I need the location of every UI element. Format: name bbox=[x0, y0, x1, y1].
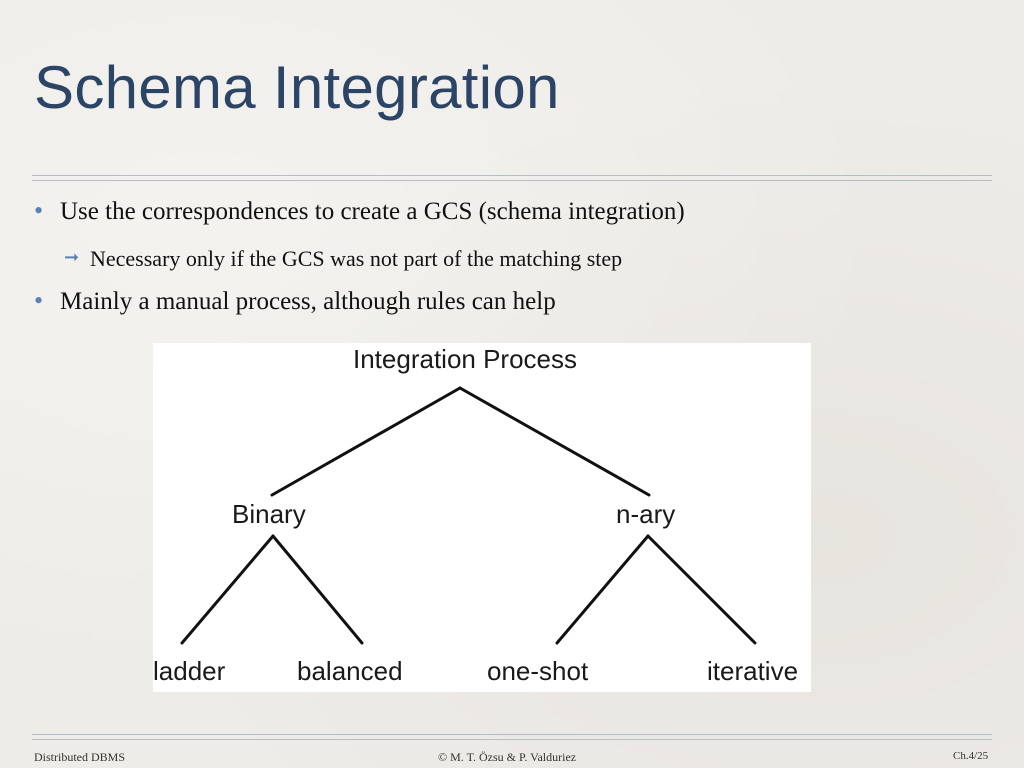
edge-root-nary bbox=[458, 386, 651, 497]
edge-binary-balanced bbox=[271, 534, 364, 645]
node-binary: Binary bbox=[232, 499, 306, 529]
edge-nary-iterative bbox=[646, 534, 757, 645]
node-one-shot: one-shot bbox=[487, 656, 589, 686]
title-divider bbox=[32, 175, 992, 176]
sub-bullet-text: Necessary only if the GCS was not part o… bbox=[90, 246, 623, 271]
title-divider bbox=[32, 180, 992, 181]
node-n-ary: n-ary bbox=[616, 499, 676, 529]
edge-binary-ladder bbox=[180, 534, 275, 645]
node-iterative: iterative bbox=[707, 656, 799, 686]
footer-page-number: Ch.4/25 bbox=[953, 750, 989, 762]
bullet-text: Mainly a manual process, although rules … bbox=[60, 288, 556, 315]
tree-edges bbox=[180, 386, 757, 645]
edge-root-binary bbox=[270, 386, 462, 497]
node-integration-process: Integration Process bbox=[353, 344, 578, 374]
edge-nary-oneshot bbox=[555, 534, 650, 645]
slide-title: Schema Integration bbox=[34, 54, 560, 121]
bullet-icon: • bbox=[34, 196, 44, 225]
node-ladder: ladder bbox=[153, 656, 226, 686]
bullet-text: Use the correspondences to create a GCS … bbox=[60, 198, 685, 225]
footer-course: Distributed DBMS bbox=[34, 750, 126, 764]
node-balanced: balanced bbox=[297, 656, 403, 686]
arrow-icon: ➞ bbox=[64, 247, 80, 267]
integration-tree-diagram: Integration Process Binary n-ary ladder … bbox=[153, 343, 811, 692]
footer-divider bbox=[32, 739, 992, 740]
bullet-icon: • bbox=[34, 286, 44, 315]
footer-divider bbox=[32, 734, 992, 735]
footer-copyright: © M. T. Özsu & P. Valduriez bbox=[438, 750, 577, 764]
